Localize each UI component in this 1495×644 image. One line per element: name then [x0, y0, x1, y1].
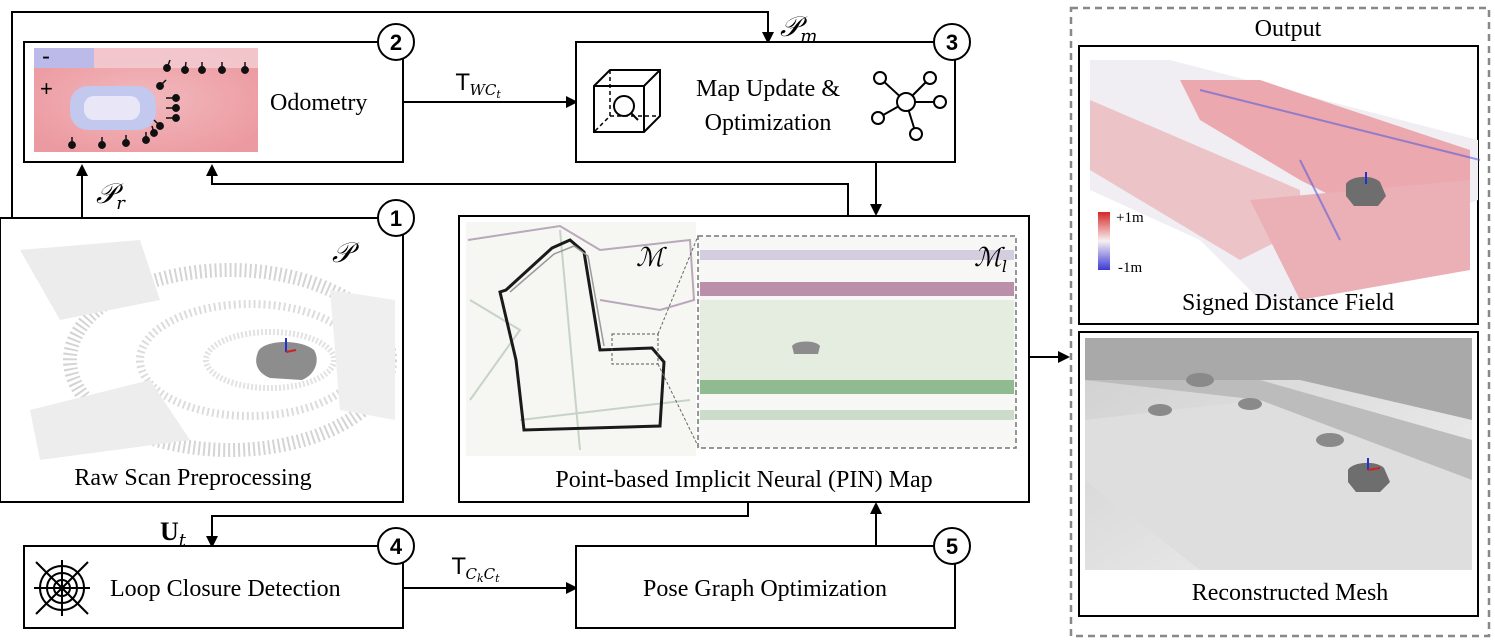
- global-map-image: [466, 222, 696, 456]
- sdf-colorbar-max: +1m: [1116, 210, 1144, 226]
- output-title: Output: [1255, 16, 1322, 42]
- sdf-minus-sign: -: [42, 43, 50, 70]
- preprocessing-node: 𝒫 Raw Scan Preprocessing 1: [0, 199, 415, 503]
- normal-arrows: [68, 59, 249, 149]
- pin-map-label: Point-based Implicit Neural (PIN) Map: [555, 467, 932, 493]
- mesh-label: Reconstructed Mesh: [1192, 580, 1389, 606]
- map-update-label-line2: Optimization: [705, 110, 832, 136]
- local-map-image: [697, 235, 1017, 449]
- step-number-5: 5: [946, 534, 958, 559]
- edge-label-t-wct: TWCt: [455, 71, 501, 101]
- sdf-plus-sign: +: [40, 76, 53, 101]
- loop-closure-node: Loop Closure Detection 4: [23, 527, 415, 629]
- sdf-image: [1090, 60, 1481, 300]
- pose-graph-node: Pose Graph Optimization 5: [575, 527, 971, 629]
- graph-icon: [871, 71, 947, 141]
- mesh-image: [1085, 338, 1472, 570]
- connectors: [11, 11, 1070, 594]
- step-number-2: 2: [390, 30, 402, 55]
- pose-graph-label: Pose Graph Optimization: [643, 576, 887, 602]
- edge-pin-to-loop: [206, 502, 749, 548]
- edge-pin-to-odometry: [206, 164, 849, 216]
- global-map-symbol: ℳ: [636, 243, 667, 273]
- step-number-1: 1: [390, 206, 402, 231]
- raw-scan-pointcloud: [20, 240, 397, 460]
- sdf-colorbar: [1098, 212, 1110, 270]
- output-panel: Output +1m -1m Signed Distance Field: [1069, 6, 1491, 638]
- edge-label-ut: Ut: [160, 517, 187, 551]
- map-update-label-line1: Map Update &: [696, 76, 840, 102]
- odometry-sdf-inset: - +: [34, 43, 258, 152]
- sdf-label: Signed Distance Field: [1182, 290, 1394, 316]
- sdf-colorbar-min: -1m: [1118, 260, 1142, 276]
- loop-closure-label: Loop Closure Detection: [110, 576, 341, 602]
- step-number-3: 3: [946, 30, 958, 55]
- edge-label-t-ckct: TCkCt: [451, 555, 500, 585]
- step-number-4: 4: [390, 534, 403, 559]
- cube-search-icon: [593, 69, 661, 133]
- map-update-node: Map Update & Optimization 3: [575, 23, 971, 163]
- pin-map-node: ℳ ℳl Point-based Implicit Neural (PIN) M…: [458, 215, 1030, 503]
- radar-target-icon: [34, 560, 90, 616]
- edge-preproc-to-map-update: [11, 11, 774, 218]
- edge-label-pr: 𝒫r: [96, 177, 126, 214]
- odometry-label: Odometry: [270, 90, 367, 116]
- odometry-node: - + Odometry 2: [23, 23, 415, 163]
- preprocessing-label: Raw Scan Preprocessing: [74, 465, 311, 491]
- local-map-symbol: ℳl: [974, 243, 1007, 276]
